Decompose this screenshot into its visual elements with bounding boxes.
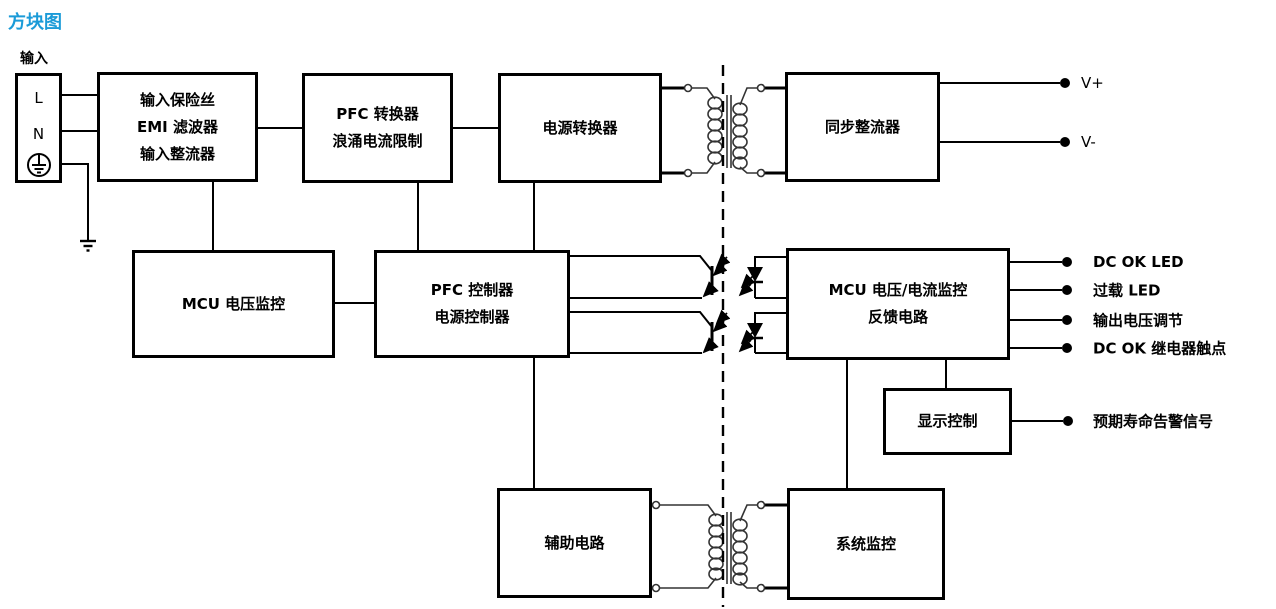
dot-dc-ok-relay	[1062, 343, 1072, 353]
terminal-l-label: L	[34, 89, 43, 107]
block-line: 系统监控	[835, 534, 896, 553]
opto2-light-out-arrows	[738, 329, 756, 353]
opto2-light-in-arrows	[712, 309, 731, 333]
opto2-emitter-arrow	[702, 337, 719, 354]
block-pfc-controller: PFC 控制器 电源控制器	[374, 250, 570, 358]
block-line: PFC 转换器	[336, 105, 419, 123]
block-system-monitor: 系统监控	[787, 488, 945, 600]
block-line: 反馈电路	[867, 308, 928, 326]
label-dc-ok-relay: DC OK 继电器触点	[1093, 339, 1227, 358]
dot-life-alarm	[1063, 416, 1073, 426]
dot-v-minus	[1060, 137, 1070, 147]
block-line: EMI 滤波器	[137, 117, 218, 136]
block-line: 辅助电路	[544, 533, 605, 552]
block-line: 同步整流器	[824, 117, 900, 136]
block-line: 输入保险丝	[139, 90, 215, 109]
label-overload-led: 过载 LED	[1093, 281, 1161, 300]
block-sync-rectifier: 同步整流器	[785, 72, 940, 182]
label-life-alarm: 预期寿命告警信号	[1093, 412, 1214, 431]
wire-line-ground	[62, 163, 89, 240]
input-terminal-block: L N	[15, 73, 62, 183]
transformer-aux-windings	[659, 504, 758, 589]
opto1-light-in-arrows	[712, 253, 731, 277]
opto2-collector-wire	[570, 311, 713, 328]
transformer-main-windings	[691, 87, 758, 174]
block-line: MCU 电压监控	[181, 294, 286, 313]
block-mcu-feedback: MCU 电压/电流监控 反馈电路	[786, 248, 1010, 360]
output-terminal-dots	[1060, 78, 1073, 426]
transformer-aux-thick-leads	[650, 503, 787, 590]
block-mcu-voltage-monitor: MCU 电压监控	[132, 250, 335, 358]
block-pfc-converter: PFC 转换器 浪涌电流限制	[302, 73, 453, 183]
block-line: 输入整流器	[139, 144, 215, 163]
label-voltage-adjust: 输出电压调节	[1093, 311, 1184, 330]
opto1-light-out-arrows	[738, 273, 756, 297]
output-stubs	[940, 82, 1063, 422]
transformer-main-thick-leads	[662, 86, 785, 175]
earth-ground-icon	[26, 153, 51, 177]
label-v-minus: V-	[1081, 133, 1096, 151]
ground-symbol-icon	[80, 239, 96, 252]
block-line: 电源转换器	[542, 118, 618, 137]
block-power-converter: 电源转换器	[498, 73, 662, 183]
block-aux-circuit: 辅助电路	[497, 488, 652, 598]
terminal-n-label: N	[32, 125, 45, 143]
transformer-aux	[650, 500, 787, 593]
block-interconnects	[212, 127, 947, 488]
opto1-collector-wire	[570, 255, 713, 272]
dot-v-plus	[1060, 78, 1070, 88]
block-line: 显示控制	[917, 412, 978, 430]
input-label: 输入	[20, 51, 48, 67]
transformer-aux-terminals	[651, 500, 766, 593]
block-line: 电源控制器	[434, 308, 510, 326]
optocoupler-1	[570, 253, 786, 299]
dot-dc-ok-led	[1062, 257, 1072, 267]
input-wiring	[62, 94, 97, 240]
page-title: 方块图	[8, 12, 62, 33]
block-line: 浪涌电流限制	[332, 132, 423, 150]
optocoupler-2	[570, 309, 786, 354]
block-line: PFC 控制器	[430, 281, 514, 299]
block-line: MCU 电压/电流监控	[828, 281, 968, 299]
dot-overload-led	[1062, 285, 1072, 295]
opto1-emitter-arrow	[702, 281, 719, 298]
label-v-plus: V+	[1081, 74, 1104, 92]
dot-voltage-adjust	[1062, 315, 1072, 325]
block-display-control: 显示控制	[883, 388, 1012, 455]
transformer-main-terminals	[683, 83, 766, 178]
label-dc-ok-led: DC OK LED	[1093, 253, 1184, 271]
transformer-main	[662, 83, 785, 178]
block-input-fuse-emi-rectifier: 输入保险丝 EMI 滤波器 输入整流器	[97, 72, 258, 182]
